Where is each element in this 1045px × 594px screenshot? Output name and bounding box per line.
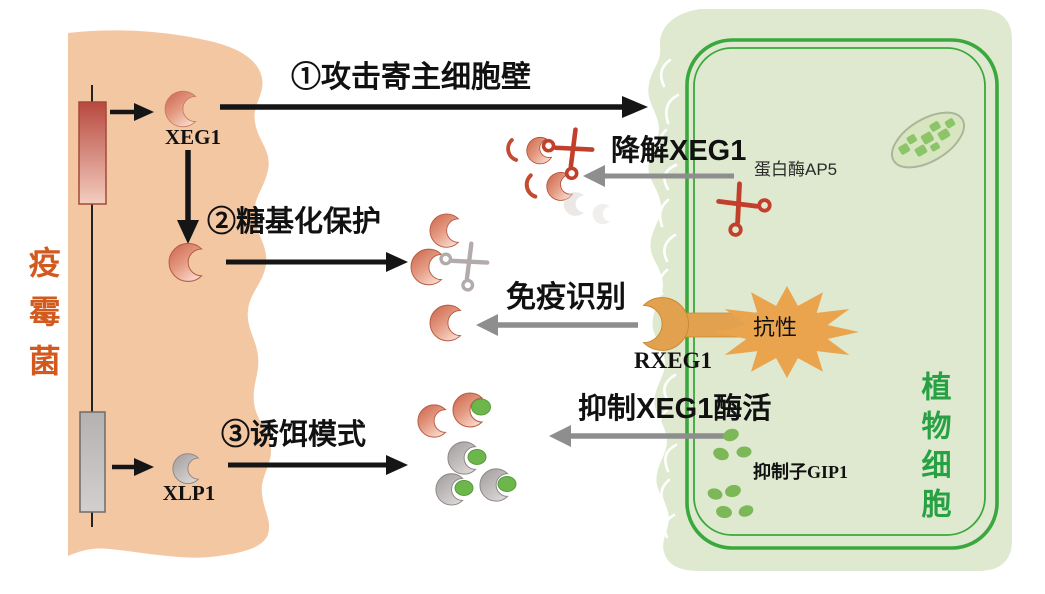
pathogen-cell-body xyxy=(68,30,272,558)
xlp1-gene-box xyxy=(79,411,106,513)
xeg1-protein-label: XEG1 xyxy=(164,125,221,149)
xlp1-protein-label: XLP1 xyxy=(162,481,216,505)
plant-cell-body xyxy=(648,9,1012,571)
gip1-bound-oval xyxy=(454,480,474,496)
xeg1-glycosylated-icon xyxy=(429,213,459,248)
protease-ap5-label: 蛋白酶AP5 xyxy=(754,160,838,179)
protease-scissors-icon xyxy=(541,122,598,180)
step3-decoy-label: ③诱饵模式 xyxy=(221,419,367,451)
resistance-burst xyxy=(715,286,859,378)
step1-attack-label: ①攻击寄主细胞壁 xyxy=(291,61,531,94)
arrow-gene-to-xlp1 xyxy=(112,458,154,476)
xeg1-recognized-icon xyxy=(429,304,462,342)
pathogen-name-label: 疫霉菌 xyxy=(24,246,61,393)
arrow-immune-recognition xyxy=(476,314,638,336)
inhibit-xeg1-label: 抑制XEG1酶活 xyxy=(578,393,772,425)
xeg1-gene-box xyxy=(78,101,107,205)
arrow-xeg1-down xyxy=(177,150,199,244)
arrow-degrade-xeg1 xyxy=(583,165,734,187)
gip1-bound-oval xyxy=(471,398,491,416)
plant-cell-wall xyxy=(685,38,999,550)
arrow-inhibit-xeg1 xyxy=(549,425,726,447)
plant-name-label: 植物细胞 xyxy=(916,371,950,527)
immune-recognition-label: 免疫识别 xyxy=(506,281,626,314)
arrow-attack-cell-wall xyxy=(220,96,648,118)
step2-glycosylation-label: ②糖基化保护 xyxy=(207,206,382,238)
gip1-bound-oval xyxy=(467,449,487,465)
decoy-cluster xyxy=(417,392,517,506)
gip1-bound-oval xyxy=(497,476,517,492)
rxeg1-receptor-label: RXEG1 xyxy=(634,348,712,373)
arrow-gene-to-xeg1 xyxy=(110,103,154,121)
xeg1-glycosylated-icon xyxy=(410,248,443,286)
arrow-glycosylation xyxy=(226,252,408,272)
chloroplast-icon xyxy=(891,111,965,169)
inhibitor-gip1-label: 抑制子GIP1 xyxy=(753,462,849,482)
arrow-decoy xyxy=(228,455,408,475)
degrade-xeg1-label: 降解XEG1 xyxy=(611,135,747,167)
gip1-dots xyxy=(707,428,754,519)
resistance-label: 抗性 xyxy=(753,315,798,340)
